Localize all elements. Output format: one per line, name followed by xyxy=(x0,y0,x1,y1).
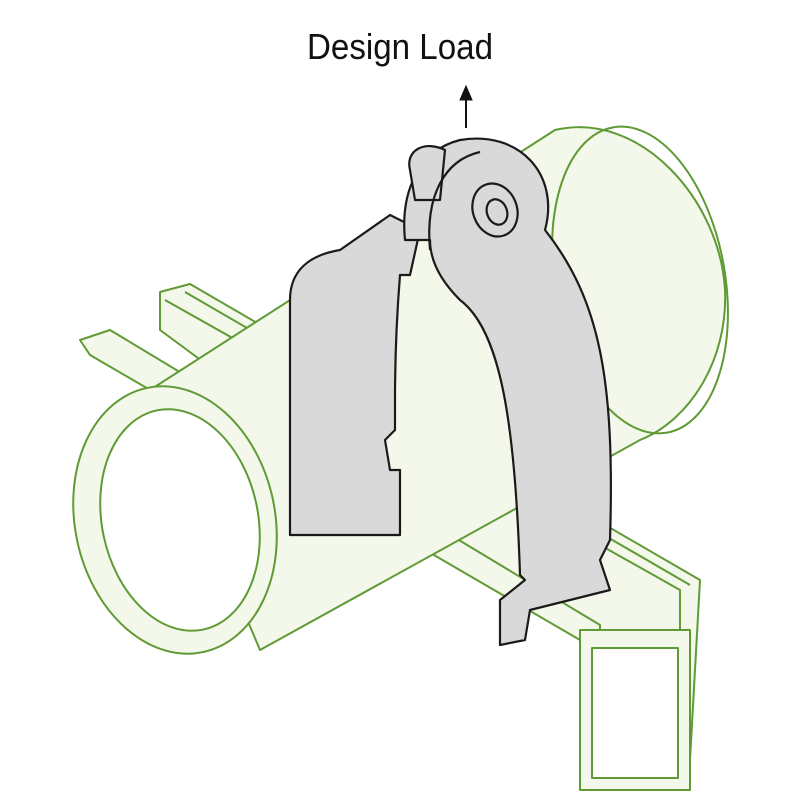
clamp-bend-line xyxy=(428,150,481,251)
clamp-ear xyxy=(408,145,447,202)
bolt-slot xyxy=(485,198,509,226)
clamp-front-strap xyxy=(403,137,612,647)
design-load-label: Design Load xyxy=(307,26,493,67)
clamp-back-strap xyxy=(288,213,422,537)
bolt-head xyxy=(471,182,519,238)
pipe-front-bore xyxy=(99,408,261,632)
arrow-up-icon xyxy=(459,84,473,128)
